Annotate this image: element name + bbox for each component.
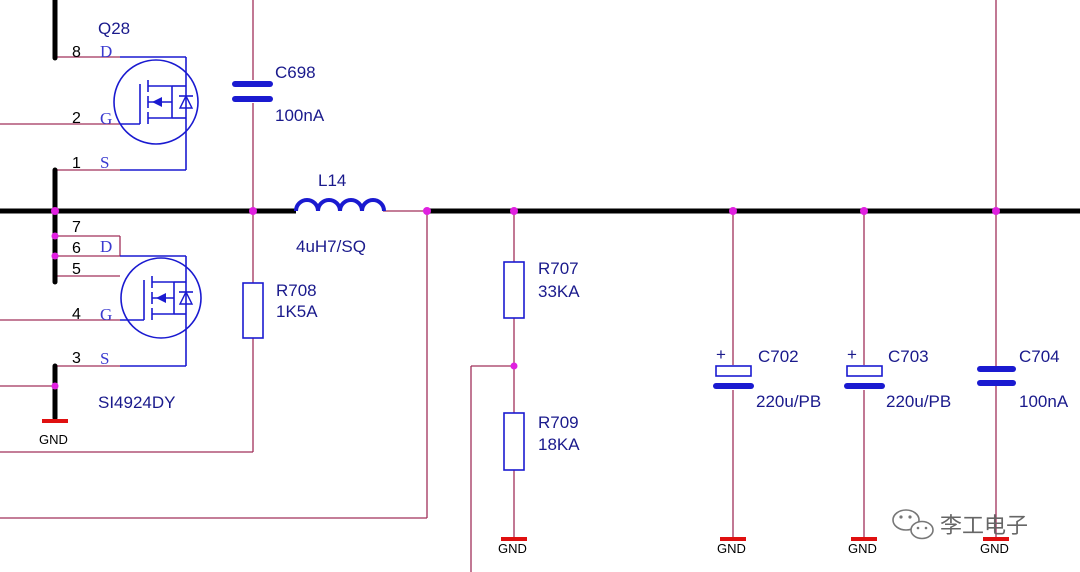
- capacitor-c698: [232, 81, 273, 102]
- l14-value-label: 4uH7/SQ: [296, 237, 366, 256]
- wechat-icon: [892, 509, 934, 540]
- gnd-label-c703: GND: [848, 541, 877, 556]
- capacitor-c703: [844, 365, 885, 389]
- pin-3-label: 3: [72, 350, 81, 367]
- pin-g-lower-label: G: [100, 305, 112, 324]
- resistor-r708: [242, 282, 264, 339]
- junction-dots: [51, 207, 1000, 390]
- c703-value-label: 220u/PB: [886, 392, 951, 411]
- pin-6-label: 6: [72, 240, 81, 257]
- c698-ref-label: C698: [275, 63, 316, 82]
- pin-8-label: 8: [72, 44, 81, 61]
- c703-polarity-label: +: [847, 345, 857, 364]
- inductor-l14: [294, 198, 386, 212]
- power-bus: [0, 0, 1080, 421]
- c703-ref-label: C703: [888, 347, 929, 366]
- gnd-label-q28: GND: [39, 432, 68, 447]
- q28-ref-label: Q28: [98, 19, 130, 38]
- pin-s-upper-label: S: [100, 153, 109, 172]
- pin-s-lower-label: S: [100, 349, 109, 368]
- gnd-label-r709: GND: [498, 541, 527, 556]
- l14-ref-label: L14: [318, 171, 346, 190]
- pin-d-upper-label: D: [100, 42, 112, 61]
- r709-value-label: 18KA: [538, 435, 580, 454]
- c704-value-label: 100nA: [1019, 392, 1069, 411]
- r707-value-label: 33KA: [538, 282, 580, 301]
- ground-symbols: [42, 419, 1009, 541]
- r707-ref-label: R707: [538, 259, 579, 278]
- c702-ref-label: C702: [758, 347, 799, 366]
- pin-g-upper-label: G: [100, 109, 112, 128]
- c704-ref-label: C704: [1019, 347, 1060, 366]
- pin-d-lower-label: D: [100, 237, 112, 256]
- q28-part-label: SI4924DY: [98, 393, 176, 412]
- r708-ref-label: R708: [276, 281, 317, 300]
- capacitor-c704: [977, 366, 1016, 386]
- gnd-label-c702: GND: [717, 541, 746, 556]
- resistor-r709: [503, 412, 525, 471]
- pin-1-label: 1: [72, 155, 81, 172]
- resistor-r707: [503, 261, 525, 319]
- wires: [0, 0, 997, 572]
- r708-value-label: 1K5A: [276, 302, 318, 321]
- r709-ref-label: R709: [538, 413, 579, 432]
- pin-5-label: 5: [72, 261, 81, 278]
- mosfet-q28-lower: [120, 255, 202, 367]
- watermark-label: 李工电子: [940, 514, 1028, 539]
- c698-value-label: 100nA: [275, 106, 325, 125]
- c702-value-label: 220u/PB: [756, 392, 821, 411]
- mosfet-q28-upper: [113, 56, 199, 171]
- pin-2-label: 2: [72, 110, 81, 127]
- gnd-label-c704: GND: [980, 541, 1009, 556]
- pin-7-label: 7: [72, 219, 81, 236]
- c702-polarity-label: +: [716, 345, 726, 364]
- capacitor-c702: [713, 365, 754, 389]
- pin-4-label: 4: [72, 306, 81, 323]
